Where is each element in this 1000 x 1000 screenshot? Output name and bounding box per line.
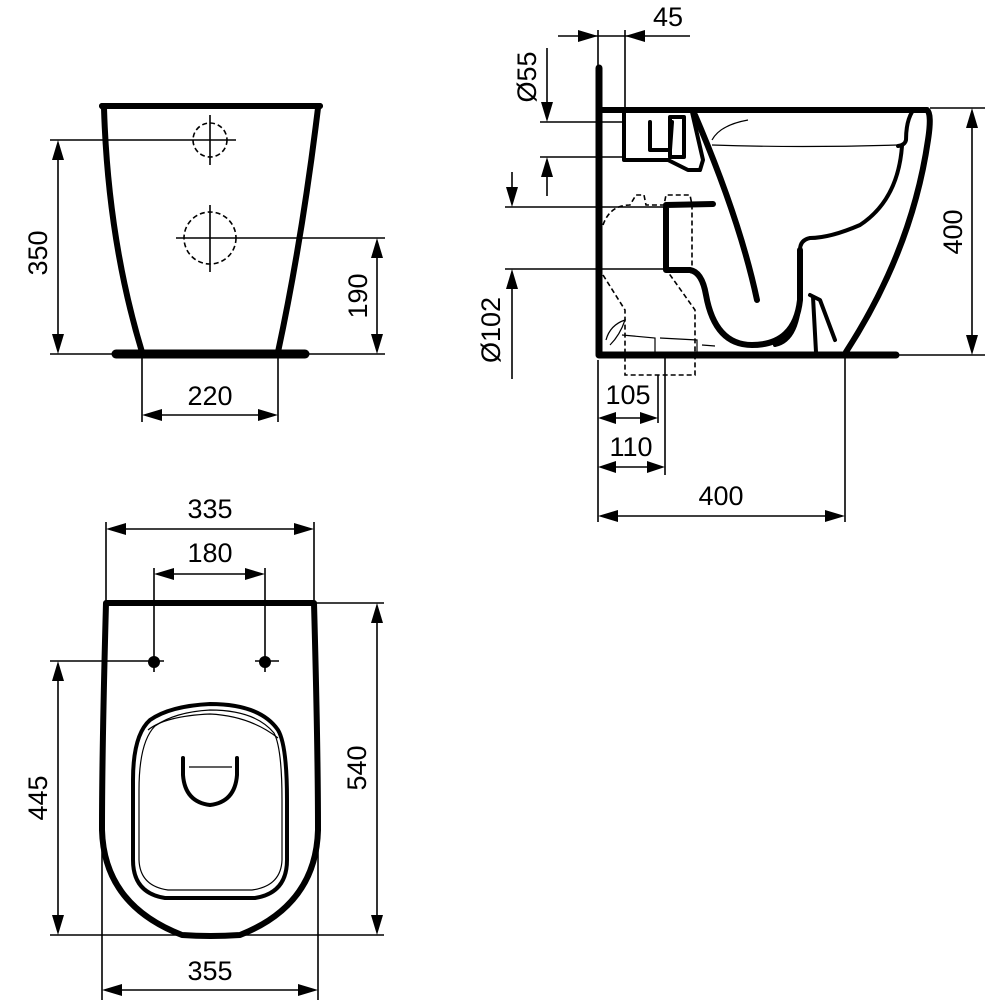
outlet-hidden-pipe [602, 194, 693, 276]
top-body-outline [99, 600, 321, 939]
dim-110-label: 110 [609, 432, 652, 462]
dim-220-label: 220 [187, 381, 232, 411]
dim-180-label: 180 [187, 538, 232, 568]
bowl-front-wall [692, 112, 760, 303]
seat-handle-icon [181, 756, 239, 807]
dim-540-label: 540 [342, 745, 372, 790]
dim-445-label: 445 [23, 775, 53, 820]
seat-outer [131, 702, 289, 900]
dim-diameter-102-label: Ø102 [476, 297, 506, 363]
dim-350-label: 350 [23, 230, 53, 275]
top-view: 335 180 540 445 355 [23, 494, 384, 1000]
front-view: 350 190 220 [23, 103, 385, 422]
dim-335-label: 335 [187, 494, 232, 524]
dim-diameter-55-label: Ø55 [512, 51, 542, 102]
front-body-outline [99, 103, 323, 355]
dim-45-label: 45 [653, 2, 683, 32]
side-view: 45 Ø55 Ø102 400 105 [476, 2, 985, 522]
dim-400-height-label: 400 [938, 209, 968, 254]
dim-400-depth-label: 400 [698, 481, 743, 511]
dim-355-label: 355 [187, 956, 232, 986]
dim-105-label: 105 [605, 380, 650, 410]
trap-outline [663, 201, 803, 348]
dim-190-label: 190 [343, 273, 373, 318]
rim-top [598, 107, 933, 355]
